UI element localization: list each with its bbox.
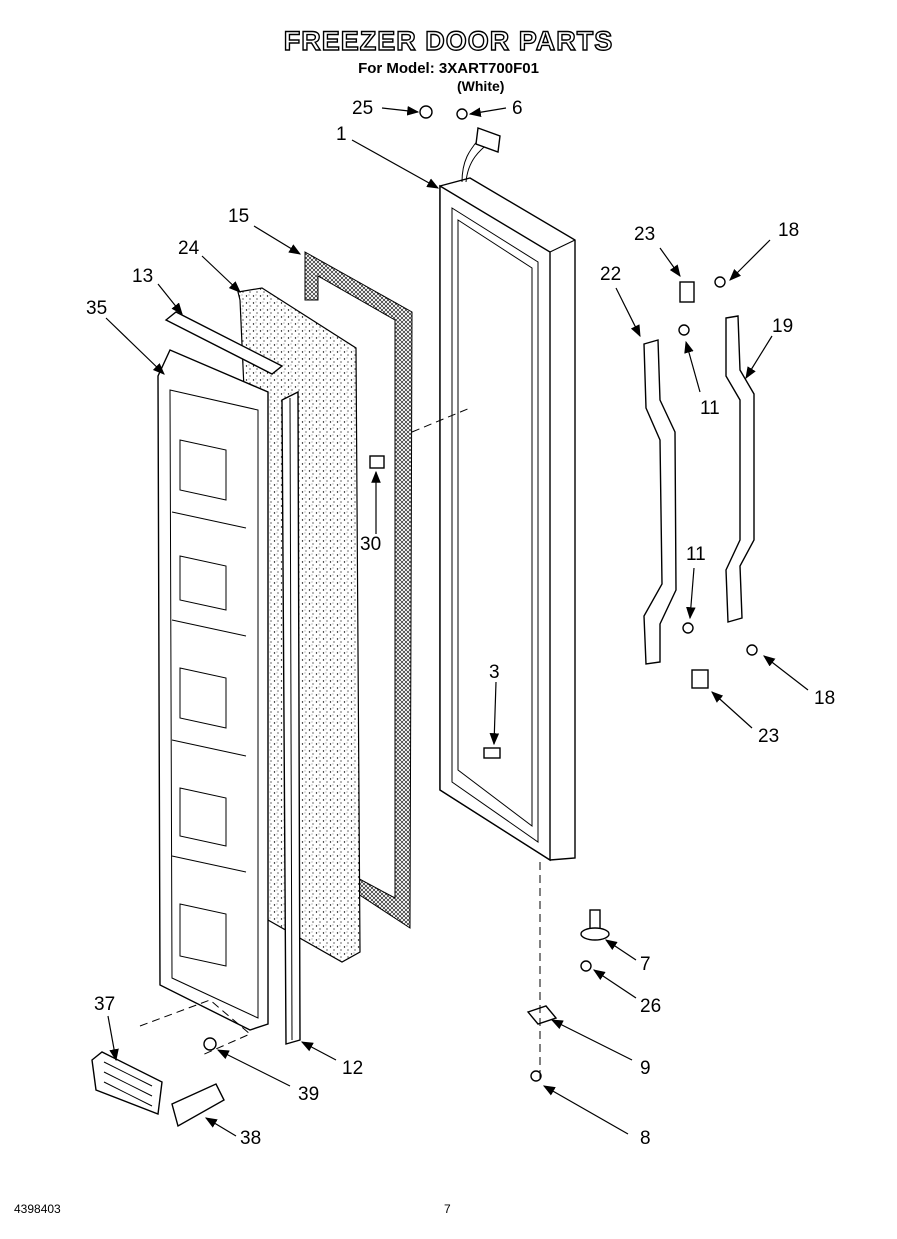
screw-8 [530,1070,542,1082]
screw-11-top [678,324,690,336]
grille-cover [171,1083,225,1128]
callout-35: 35 [86,298,107,319]
callout-13: 13 [132,266,153,287]
callout-19: 19 [772,316,793,337]
callout-37: 37 [94,994,115,1015]
callout-6: 6 [512,98,523,119]
door-gasket [304,251,413,929]
callout-39: 39 [298,1084,319,1105]
screw-6 [456,108,468,120]
callout-25: 25 [352,98,373,119]
callout-23-top: 23 [634,224,655,245]
callout-8: 8 [640,1128,651,1149]
callout-1: 1 [336,124,347,145]
callout-26: 26 [640,996,661,1017]
callout-11-bottom: 11 [686,544,706,565]
screw-26 [580,960,592,972]
bottom-hinge [580,909,610,941]
page-number: 7 [444,1202,451,1216]
wire-harness [461,127,501,183]
callout-labels: 25 6 1 15 24 13 35 23 18 22 19 11 30 11 … [86,98,835,1149]
callout-15: 15 [228,206,249,227]
outer-door-frame [439,177,576,862]
hinge-plate [526,1005,558,1025]
document-number: 4398403 [14,1202,61,1216]
callout-11-top: 11 [700,398,720,419]
handle-cap-bottom [691,669,709,689]
handle-cap-top [679,281,695,303]
callout-12: 12 [342,1058,363,1079]
screw-11-bottom [682,622,694,634]
callout-3: 3 [489,662,500,683]
page-title: FREEZER DOOR PARTS [283,25,614,56]
clip-3 [483,747,501,759]
screw-39 [203,1037,217,1051]
leader-lines [105,106,809,1137]
trim-strip [281,390,301,1045]
kick-grille [91,1051,163,1115]
screw-25 [419,105,433,119]
screw-18-bottom [746,644,758,656]
assembly-lines [139,407,541,1080]
handle-trim [725,315,755,623]
callout-18-bottom: 18 [814,688,835,709]
inner-door-liner [157,349,269,1031]
clip-30 [369,455,385,469]
callout-23-bottom: 23 [758,726,779,747]
callout-24: 24 [178,238,200,259]
model-line: For Model: 3XART700F01 [358,60,539,77]
callout-7: 7 [640,954,651,975]
screw-18-top [714,276,726,288]
callout-9: 9 [640,1058,651,1079]
callout-22: 22 [600,264,621,285]
callout-30: 30 [360,534,381,555]
callout-18-top: 18 [778,220,799,241]
callout-38: 38 [240,1128,261,1149]
door-handle [643,339,677,665]
color-note: (White) [457,78,505,94]
